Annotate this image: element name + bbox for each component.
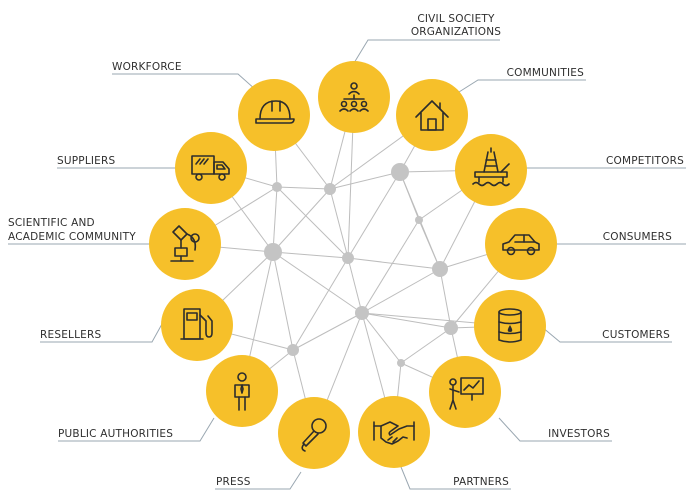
network-hub-node — [391, 163, 409, 181]
network-hub-node — [264, 243, 282, 261]
label-scientific-line2: ACADEMIC COMMUNITY — [8, 231, 136, 243]
presentation-chart-icon — [449, 377, 484, 410]
network-edge — [347, 257, 441, 270]
label-consumers: CONSUMERS — [603, 231, 672, 243]
node-circle-investors — [429, 356, 501, 428]
label-partners: PARTNERS — [453, 476, 509, 488]
fuel-pump-icon — [180, 308, 213, 340]
network-hub-node — [272, 182, 282, 192]
network-edge — [276, 186, 331, 190]
node-workforce: WORKFORCE — [112, 61, 310, 151]
network-edge — [400, 327, 452, 364]
network-edge — [292, 257, 349, 351]
network-edge — [347, 171, 401, 259]
label-competitors: COMPETITORS — [606, 155, 684, 167]
network-edges — [184, 96, 522, 434]
house-icon — [415, 100, 449, 131]
node-circle-consumers — [485, 208, 557, 280]
node-communities: COMMUNITIES — [396, 67, 584, 151]
node-circle-press — [278, 397, 350, 469]
node-suppliers: SUPPLIERS — [57, 132, 247, 204]
network-edge — [347, 257, 363, 314]
network-edge — [361, 268, 441, 314]
official-person-icon — [234, 372, 250, 411]
network-edge — [361, 312, 402, 364]
network-hub-node — [397, 359, 405, 367]
label-resellers: RESELLERS — [40, 329, 101, 341]
truck-icon — [191, 155, 230, 181]
network-edge — [361, 312, 452, 329]
label-communities: COMMUNITIES — [507, 67, 584, 79]
network-edge — [439, 268, 452, 329]
label-civil-society-line1: CIVIL SOCIETY — [417, 13, 495, 25]
microscope-icon — [170, 225, 200, 262]
node-consumers: CONSUMERS — [485, 208, 672, 280]
label-suppliers: SUPPLIERS — [57, 155, 115, 167]
node-scientific-community: SCIENTIFIC AND ACADEMIC COMMUNITY — [8, 208, 221, 280]
network-edge — [329, 188, 349, 259]
network-hubs — [264, 163, 458, 367]
network-hub-node — [432, 261, 448, 277]
label-workforce: WORKFORCE — [112, 61, 182, 73]
oil-rig-icon — [472, 147, 510, 187]
node-circle-scientific — [149, 208, 221, 280]
car-icon — [502, 234, 540, 256]
people-network-icon — [339, 82, 369, 112]
network-hub-node — [287, 344, 299, 356]
network-edge — [361, 219, 420, 314]
node-press: PRESS — [216, 397, 350, 488]
oil-barrel-icon — [498, 308, 522, 343]
node-circle-workforce — [238, 79, 310, 151]
network-hub-node — [342, 252, 354, 264]
label-scientific-line1: SCIENTIFIC AND — [8, 217, 95, 229]
node-circle-suppliers — [175, 132, 247, 204]
node-circle-competitors — [455, 134, 527, 206]
microphone-icon — [301, 418, 327, 452]
label-press: PRESS — [216, 476, 251, 488]
network-hub-node — [324, 183, 336, 195]
node-investors: INVESTORS — [429, 356, 610, 440]
handshake-icon — [373, 421, 415, 445]
network-edge — [272, 188, 331, 253]
node-resellers: RESELLERS — [40, 289, 233, 361]
network-edge — [272, 251, 363, 314]
node-customers: CUSTOMERS — [474, 290, 670, 362]
network-edge — [272, 251, 294, 351]
network-edge — [329, 171, 401, 190]
network-edge — [292, 312, 363, 351]
network-hub-node — [444, 321, 458, 335]
hard-hat-icon — [255, 100, 295, 124]
node-civil-society: CIVIL SOCIETY ORGANIZATIONS — [318, 13, 501, 133]
network-edge — [272, 186, 278, 253]
node-competitors: COMPETITORS — [455, 134, 684, 206]
node-public-authorities: PUBLIC AUTHORITIES — [58, 355, 278, 440]
node-partners: PARTNERS — [358, 396, 509, 488]
network-edge — [272, 251, 349, 259]
network-hub-node — [415, 216, 423, 224]
label-customers: CUSTOMERS — [602, 329, 670, 341]
node-circle-resellers — [161, 289, 233, 361]
label-civil-society-line2: ORGANIZATIONS — [411, 26, 501, 38]
network-edge — [276, 186, 349, 259]
label-public-authorities: PUBLIC AUTHORITIES — [58, 428, 173, 440]
node-circle-communities — [396, 79, 468, 151]
network-hub-node — [355, 306, 369, 320]
label-investors: INVESTORS — [548, 428, 610, 440]
